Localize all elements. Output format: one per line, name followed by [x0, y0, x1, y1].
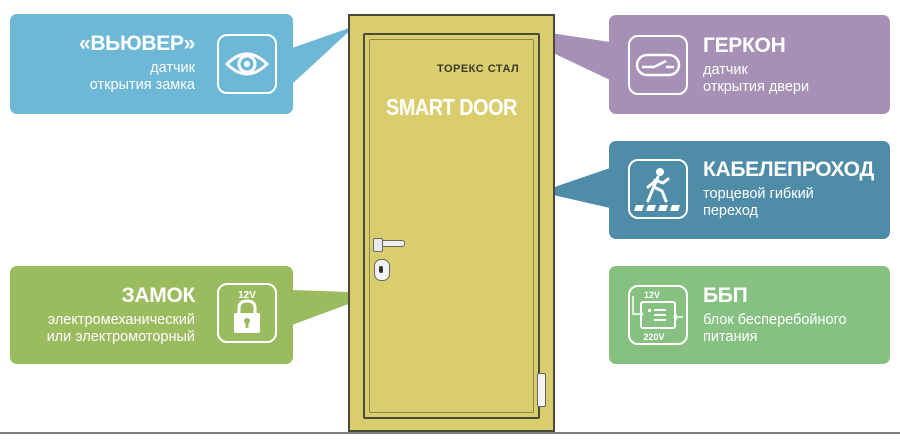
viewer-line2: открытия замка: [89, 77, 195, 93]
cable-text: КАБЕЛЕПРОХОД торцевой гибкий переход: [703, 158, 874, 220]
viewer-callout: «ВЬЮВЕР» датчик открытия замка: [10, 14, 293, 114]
lock-cylinder: [374, 259, 390, 281]
door-panel-inner-frame: [369, 39, 534, 413]
gerkon-line1: датчик: [703, 62, 748, 78]
door-hinge: [537, 373, 546, 407]
lock-text: ЗАМОК электромеханический или электромот…: [46, 284, 196, 346]
lock-line1: электромеханический: [47, 312, 195, 328]
lock-line2: или электромоторный: [46, 329, 195, 345]
lock-title: ЗАМОК: [121, 284, 196, 307]
door-handle-base: [373, 238, 383, 252]
ups-text: ББП блок бесперебойного питания: [703, 284, 847, 346]
floor-line: [0, 432, 900, 434]
power-supply-icon: 12V 220V: [628, 285, 688, 345]
cable-title: КАБЕЛЕПРОХОД: [703, 158, 875, 181]
ups-line2: питания: [703, 329, 758, 345]
gerkon-title: ГЕРКОН: [703, 34, 786, 57]
ups-icon-bottom-label: 220V: [643, 332, 664, 342]
ups-callout: 12V 220V ББП блок бесперебойного питания: [609, 266, 890, 364]
viewer-pointer: [292, 26, 355, 84]
viewer-line1: датчик: [150, 60, 195, 76]
cable-line1: торцевой гибкий: [703, 186, 814, 202]
ups-icon-top-label: 12V: [644, 290, 660, 300]
pedestrian-crossing-icon: [628, 159, 688, 219]
ups-title: ББП: [703, 284, 748, 307]
door-title: SMART DOOR: [386, 94, 517, 120]
padlock-icon-label: 12V: [238, 290, 256, 301]
cable-line2: переход: [703, 203, 759, 219]
door-logo: ТОРЕКС СТАЛ: [437, 63, 520, 75]
reed-switch-icon: [628, 35, 688, 95]
door: [348, 14, 555, 432]
cable-callout: КАБЕЛЕПРОХОД торцевой гибкий переход: [609, 141, 890, 239]
gerkon-line2: открытия двери: [703, 79, 810, 95]
lock-callout: ЗАМОК электромеханический или электромот…: [10, 266, 293, 364]
viewer-title: «ВЬЮВЕР»: [78, 32, 195, 55]
eye-icon: [217, 34, 277, 94]
gerkon-text: ГЕРКОН датчик открытия двери: [703, 34, 809, 96]
door-panel: [363, 33, 540, 419]
viewer-text: «ВЬЮВЕР» датчик открытия замка: [79, 32, 195, 94]
padlock-icon: 12V: [217, 283, 277, 343]
ups-line1: блок бесперебойного: [703, 312, 847, 328]
gerkon-callout: ГЕРКОН датчик открытия двери: [609, 15, 890, 114]
cable-pointer: [540, 168, 610, 208]
